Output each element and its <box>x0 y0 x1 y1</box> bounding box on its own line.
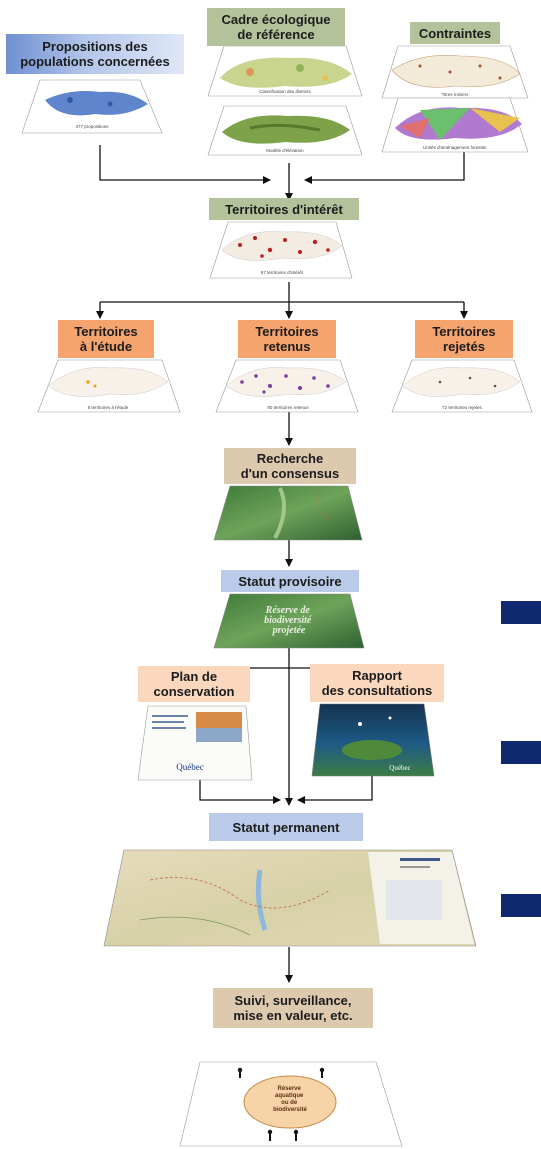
suivi-line1: Réserve <box>277 1086 301 1092</box>
provisoire-photo <box>213 593 365 649</box>
label-rejetes: Territoires rejetés <box>415 320 513 358</box>
suivi-diagram <box>179 1061 403 1147</box>
interet-map: 67 territoires d'intérêt <box>209 221 353 279</box>
label-contraintes: Contraintes <box>410 22 500 44</box>
caption-titres: Titres miniers <box>442 92 470 97</box>
consensus-photo <box>213 485 363 541</box>
suivi-line2: aquatique <box>275 1093 304 1099</box>
accent-block <box>501 601 541 624</box>
label-suivi: Suivi, surveillance, mise en valeur, etc… <box>213 988 373 1028</box>
label-statut-provisoire: Statut provisoire <box>221 570 359 592</box>
provisoire-line2: biodiversité <box>264 615 312 626</box>
rejetes-map: 72 territoires rejetés <box>391 359 533 413</box>
suivi-line4: biodiversité <box>273 1107 307 1113</box>
accent-block <box>501 894 541 917</box>
suivi-line3: ou de <box>281 1100 298 1106</box>
label-a-letude: Territoires à l'étude <box>58 320 154 358</box>
classification-map: Classification des districts <box>207 45 363 97</box>
caption-retenus: 80 territoires retenus <box>267 405 309 410</box>
plan-document: Québec <box>137 705 253 781</box>
caption-unites: Unités d'aménagement forestier <box>423 145 487 150</box>
elevation-map: Modèle d'élévation <box>207 105 363 156</box>
caption-etude: 8 territoires à l'étude <box>88 405 129 410</box>
svg-text:Québec: Québec <box>389 764 410 772</box>
label-territoires-interet: Territoires d'intérêt <box>209 198 359 220</box>
provisoire-line3: projetée <box>272 625 306 636</box>
label-cadre: Cadre écologique de référence <box>207 8 345 46</box>
caption-rejetes: 72 territoires rejetés <box>442 405 483 410</box>
label-rapport: Rapport des consultations <box>310 664 444 702</box>
retenus-map: 80 territoires retenus <box>215 359 359 413</box>
label-retenus: Territoires retenus <box>238 320 336 358</box>
label-recherche: Recherche d'un consensus <box>224 448 356 484</box>
caption-interet: 67 territoires d'intérêt <box>261 270 304 275</box>
rapport-document: Québec <box>311 703 435 777</box>
accent-block <box>501 741 541 764</box>
label-plan: Plan de conservation <box>138 666 250 702</box>
caption-elevation: Modèle d'élévation <box>266 148 304 153</box>
provisoire-line1: Réserve de <box>265 605 311 616</box>
caption-propositions: 477 propositions <box>75 124 109 129</box>
label-propositions: Propositions des populations concernées <box>6 34 184 74</box>
caption-classification: Classification des districts <box>259 89 311 94</box>
titres-map: Titres miniers <box>381 45 529 99</box>
propositions-map: 477 propositions <box>21 79 163 134</box>
unites-map: Unités d'aménagement forestier <box>381 97 529 153</box>
quebec-logo-plan: Québec <box>176 762 203 772</box>
permanent-map <box>103 849 477 947</box>
etude-map: 8 territoires à l'étude <box>37 359 181 413</box>
svg-text:Réserve aquatique ou d: Réserve aquatique ou de biodiversité <box>273 1086 307 1113</box>
label-statut-permanent: Statut permanent <box>209 813 363 841</box>
svg-text:Réserve de biodiversité: Réserve de biodiversité projetée <box>264 605 314 636</box>
